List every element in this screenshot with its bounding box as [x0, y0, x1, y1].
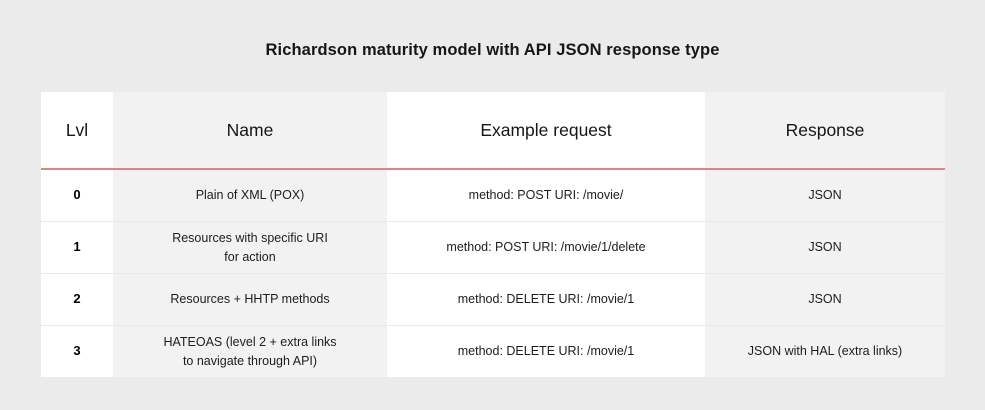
cell-example-request: method: DELETE URI: /movie/1 [387, 273, 705, 326]
cell-level: 1 [41, 221, 113, 274]
cell-response: JSON [705, 169, 945, 222]
cell-name-line-1: Resources with specific URI [172, 231, 328, 246]
maturity-model-table-container: Lvl Name Example request Response 0 Plai… [41, 92, 945, 377]
page-title: Richardson maturity model with API JSON … [265, 41, 720, 59]
cell-level: 0 [41, 169, 113, 222]
cell-response: JSON [705, 221, 945, 274]
cell-name: Resources with specific URI for action [113, 221, 387, 274]
cell-name-line-2: for action [224, 249, 276, 264]
cell-name-line-1: Resources + HHTP methods [170, 292, 330, 307]
table-row: 3 HATEOAS (level 2 + extra links to navi… [41, 325, 945, 377]
cell-level: 3 [41, 325, 113, 377]
cell-name-line-1: HATEOAS (level 2 + extra links [163, 335, 337, 350]
table-row: 2 Resources + HHTP methods method: DELET… [41, 273, 945, 326]
cell-name: Plain of XML (POX) [113, 169, 387, 222]
maturity-model-table: Lvl Name Example request Response 0 Plai… [41, 92, 945, 377]
table-header: Lvl Name Example request Response [41, 92, 945, 170]
table-body: 0 Plain of XML (POX) method: POST URI: /… [41, 169, 945, 377]
cell-example-request: method: DELETE URI: /movie/1 [387, 325, 705, 377]
cell-name-line-1: Plain of XML (POX) [195, 188, 305, 203]
column-header-name: Name [113, 92, 387, 170]
cell-name: HATEOAS (level 2 + extra links to naviga… [113, 325, 387, 377]
column-header-lvl: Lvl [41, 92, 113, 170]
cell-level: 2 [41, 273, 113, 326]
cell-name: Resources + HHTP methods [113, 273, 387, 326]
cell-response: JSON [705, 273, 945, 326]
cell-name-line-2: to navigate through API) [182, 353, 318, 368]
cell-example-request: method: POST URI: /movie/ [387, 169, 705, 222]
cell-response: JSON with HAL (extra links) [705, 325, 945, 377]
table-row: 1 Resources with specific URI for action… [41, 221, 945, 274]
column-header-response: Response [705, 92, 945, 170]
table-row: 0 Plain of XML (POX) method: POST URI: /… [41, 169, 945, 222]
table-header-row: Lvl Name Example request Response [41, 92, 945, 170]
cell-example-request: method: POST URI: /movie/1/delete [387, 221, 705, 274]
column-header-example-request: Example request [387, 92, 705, 170]
